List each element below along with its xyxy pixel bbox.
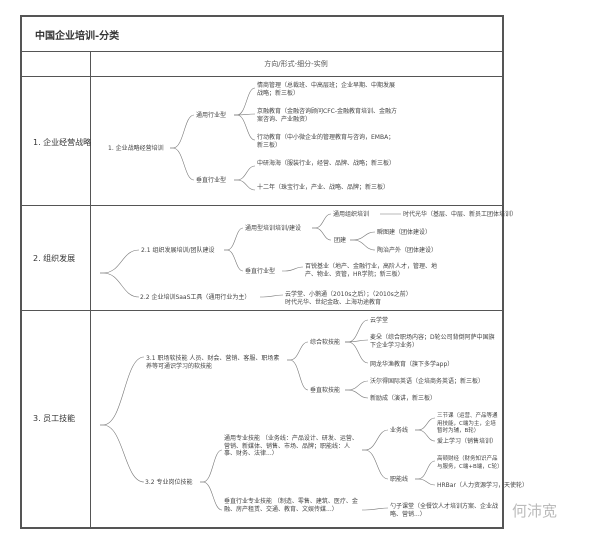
example: 十二年（珠宝行业，产业、战略、品牌；新三板）	[257, 184, 390, 191]
section-label: 2. 组织发展	[33, 254, 76, 263]
node: 职能线	[390, 476, 409, 483]
connector	[345, 341, 369, 364]
node: 综合软技能	[310, 339, 341, 346]
connector	[415, 460, 436, 480]
node: 2.1 组织发展培训/团队建设	[141, 247, 215, 254]
border	[502, 15, 504, 529]
node: 3.2 专业岗位技能	[145, 479, 193, 486]
connector	[224, 227, 244, 251]
connector	[234, 114, 256, 141]
connector	[260, 294, 284, 298]
connector	[345, 380, 369, 391]
example: 百锐基业（地产、金融行业，高阶人才，管理、地产、物业、资管，HR学院；新三板）	[305, 263, 438, 278]
example: 高顿财经（财务知识产品与服务，C端+B端，C轮）	[437, 456, 503, 470]
column-header: 方向/形式-细分-实例	[264, 60, 328, 68]
border	[20, 205, 503, 206]
example: 情商管理（总裁班、中高层班；企业早期、中期发展战略；新三板）	[257, 82, 396, 97]
node: 垂直行业型	[245, 268, 276, 275]
node: 垂直软技能	[310, 387, 341, 394]
connector	[234, 87, 256, 116]
border	[20, 76, 503, 77]
connector	[415, 417, 436, 431]
connector	[350, 231, 376, 241]
example: 勺子课堂（全餐饮人才培训方案、企业战略、营销...）	[390, 503, 499, 518]
page-title: 中国企业培训-分类	[35, 31, 120, 42]
example: 云学堂	[370, 317, 389, 324]
connector	[287, 359, 309, 391]
connector	[100, 249, 140, 274]
node: 业务线	[390, 427, 409, 434]
watermark: 何沛宽	[512, 502, 558, 520]
connector	[345, 319, 369, 343]
connector	[170, 114, 195, 149]
example: 网龙华渔教育（旗下多学app）	[370, 361, 454, 368]
node: 2.2 企业培训SaaS工具（通用行业为主）	[140, 294, 251, 301]
example: 沃尔得国际英语（企培商务英语；新三板）	[370, 378, 485, 385]
example: 麦朵（综合职场内容；D轮公司背倒阿萨中国旗下企业学习业务）	[370, 334, 495, 349]
connector	[100, 272, 140, 298]
node: 3.1 职场软技能 人员、财会、营销、客服、职场素养等可通识学习的软技能	[146, 355, 280, 370]
connector	[350, 239, 376, 251]
example: 行动教育（中小微企业的管理教育与咨询，EMBA；新三板）	[257, 134, 395, 149]
node: 1. 企业战略经营培训	[108, 145, 164, 152]
connector	[282, 266, 304, 272]
border	[20, 310, 503, 311]
node: 通用专业技能 （业务线：产品设计、研发、运营、营销、新媒体、销售、市场、品牌；职…	[224, 435, 358, 457]
example: 京融教育（金融咨询顾问CFC-金融教育培训、金融方案咨询、产业融资）	[257, 108, 397, 123]
border	[20, 527, 503, 529]
example: 中研海海（服装行业，经营、品牌、战略；新三板）	[257, 160, 396, 167]
node: 通用组织培训	[333, 211, 370, 218]
node: 通用行业型	[196, 112, 227, 119]
connector	[362, 429, 389, 451]
example: 时代光华（基层、中层、新员工团体培训）	[403, 211, 518, 218]
connector	[200, 481, 223, 511]
connector	[100, 356, 145, 426]
connector	[100, 424, 145, 483]
connector	[287, 341, 309, 361]
border	[20, 51, 503, 52]
connector	[345, 389, 369, 399]
connector	[362, 507, 389, 511]
connector	[312, 213, 332, 229]
connector	[224, 249, 244, 272]
border	[90, 51, 91, 528]
example: 爱上学习（销售培训）	[437, 438, 498, 445]
node: 垂直行业专业技能 （制造、零售、建筑、医疗、金融、房产租赁、交通、教育、文娱传媒…	[224, 498, 358, 513]
connector	[200, 449, 223, 483]
border	[20, 15, 503, 17]
connector	[415, 478, 436, 486]
connector	[234, 165, 256, 181]
connector	[234, 179, 256, 191]
example: 新励成（演讲，新三板）	[370, 395, 437, 402]
example: 三节课（运营、产品等通用技能，C端为主，企培暂时为辅，B轮）	[437, 413, 498, 434]
connector	[362, 449, 389, 480]
node: 团建	[334, 237, 347, 244]
node: 通用型培训培训/建设	[245, 225, 302, 232]
border	[20, 15, 22, 529]
example: HRBar（人力资源学习，天使轮）	[437, 482, 528, 489]
connector	[170, 147, 195, 181]
node: 垂直行业型	[196, 177, 227, 184]
example: 云学堂、小鹅通（2010s之后）；（2010s之前）时代光华、世纪金政、上海功途…	[285, 291, 409, 306]
connector	[415, 429, 436, 442]
section-label: 1. 企业经营战略	[33, 138, 92, 147]
section-label: 3. 员工技能	[33, 414, 76, 423]
connector	[345, 339, 369, 343]
example: 瞬图建（团体建设）	[377, 229, 432, 236]
example: 陶治产外（团体建设）	[377, 247, 438, 254]
connector	[312, 227, 332, 241]
